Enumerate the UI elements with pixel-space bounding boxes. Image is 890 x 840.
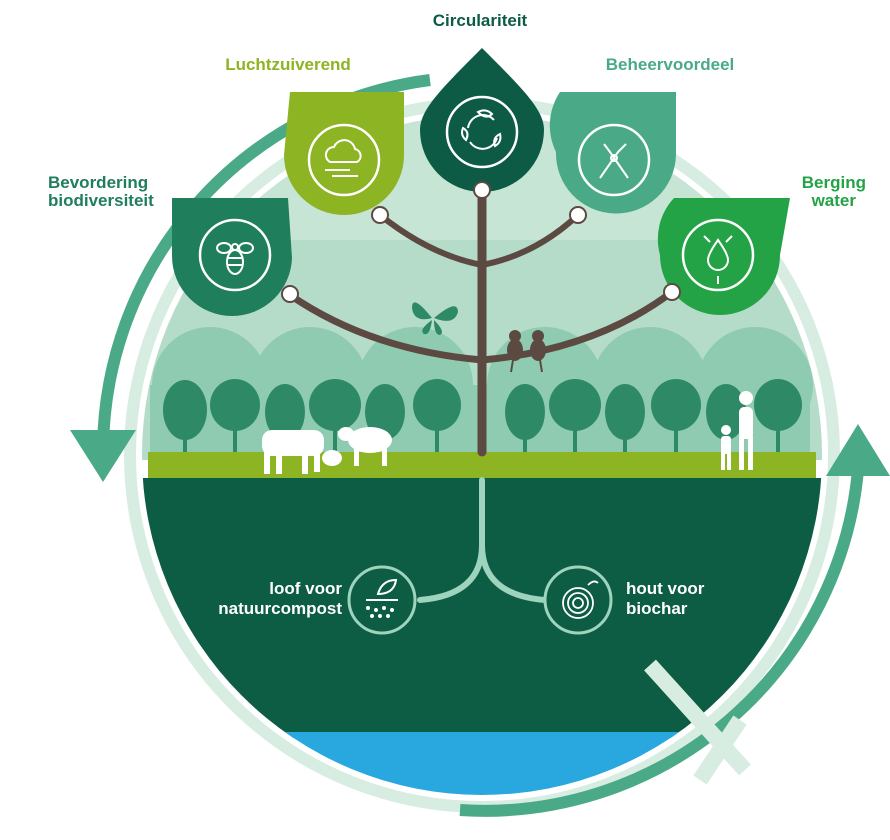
root-label-right-line1: hout voor <box>626 579 705 598</box>
label-biodiversiteit-line2: biodiversiteit <box>48 191 154 210</box>
birds-icon <box>507 330 546 373</box>
label-beheervoordeel: Beheervoordeel <box>606 55 735 74</box>
label-biodiversiteit-line1: Bevordering <box>48 173 148 192</box>
sheep-icon <box>338 427 392 466</box>
root-label-right-line2: biochar <box>626 599 688 618</box>
butterfly-icon <box>412 302 458 335</box>
root-label-left-line2: natuurcompost <box>218 599 342 618</box>
groundwater <box>142 732 822 795</box>
cow-icon <box>262 430 342 474</box>
leaf-luchtzuiverend <box>283 92 404 224</box>
cloud-wind-icon <box>324 139 362 177</box>
root-label-left-line1: loof voor <box>269 579 342 598</box>
leaf-circulariteit <box>420 48 544 199</box>
foreground-trees <box>163 379 802 452</box>
leaf-compost-icon <box>366 578 398 618</box>
label-luchtzuiverend: Luchtzuiverend <box>225 55 351 74</box>
leaf-biodiversiteit <box>172 198 299 316</box>
cross-mark <box>644 659 751 785</box>
water-drop-icon <box>703 235 733 284</box>
people-walking-icon <box>721 391 753 470</box>
label-berging-line1: Berging <box>802 173 866 192</box>
label-berging-line2: water <box>811 191 857 210</box>
root-icon-left <box>347 565 417 635</box>
cycle-arrow-right <box>459 424 890 817</box>
root-icon-right <box>543 565 613 635</box>
recycle-leaves-icon <box>461 109 502 150</box>
label-circulariteit: Circulariteit <box>433 11 528 30</box>
leaf-berging-water <box>657 198 790 315</box>
soil <box>142 478 822 738</box>
pruning-shears-icon <box>599 143 629 179</box>
leaf-beheervoordeel <box>549 92 676 224</box>
bee-icon <box>216 242 254 275</box>
tree-roots <box>417 477 548 603</box>
wood-rings-icon <box>562 580 599 619</box>
